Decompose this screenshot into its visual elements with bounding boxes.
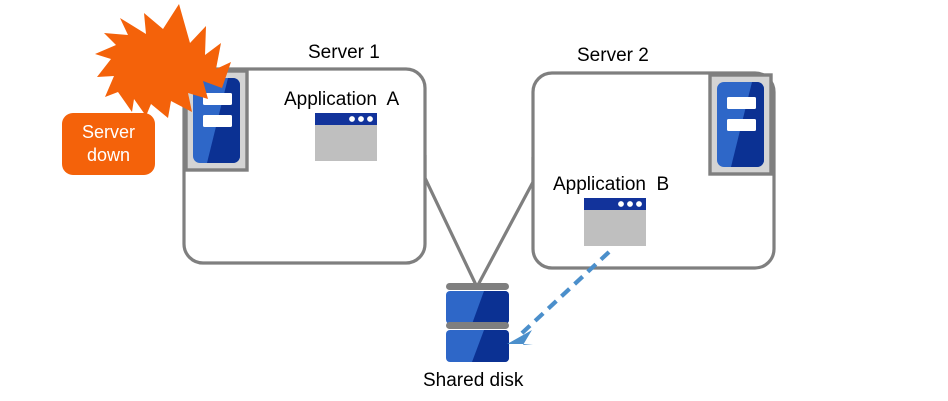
- application-b-label: Application B: [553, 174, 670, 195]
- server-icon-2: [708, 73, 773, 176]
- server-1-title: Server 1: [308, 42, 380, 63]
- app-window-icon-a: [315, 113, 377, 161]
- connector-server2-to-disk: [476, 157, 535, 286]
- shared-disk-label: Shared disk: [423, 370, 524, 391]
- server-down-badge: [62, 113, 155, 175]
- connector-server1-to-disk: [423, 155, 478, 286]
- failover-dashed-arrow: [507, 250, 611, 345]
- app-window-icon-b: [584, 198, 646, 246]
- failure-burst-icon: [95, 4, 231, 118]
- application-a-label: Application A: [284, 89, 400, 110]
- server-down-badge-label: Server down: [81, 122, 135, 165]
- shared-disk-icon: [446, 283, 509, 362]
- server-2-title: Server 2: [577, 45, 649, 66]
